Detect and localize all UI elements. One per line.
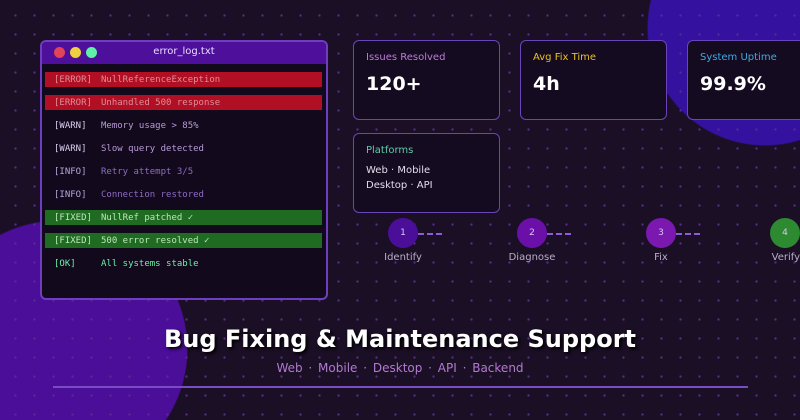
platforms-line-1: Web · Mobile [366,165,431,176]
minimize-dot-icon[interactable] [70,47,81,58]
log-message: Retry attempt 3/5 [101,166,194,177]
window-title: error_log.txt [153,46,215,57]
divider [53,386,748,388]
log-line: [WARN] Memory usage > 85% [45,118,322,133]
log-tag: [OK] [54,258,76,269]
step-number: 1 [388,218,418,248]
maximize-dot-icon[interactable] [86,47,97,58]
step-label: Fix [654,252,668,263]
stat-card-fix-time: Avg Fix Time 4h [520,40,667,120]
log-line: [WARN] Slow query detected [45,141,322,156]
log-line: [ERROR] Unhandled 500 response [45,95,322,110]
stat-value: 4h [533,73,560,95]
log-line: [INFO] Retry attempt 3/5 [45,164,322,179]
log-lines: [ERROR] NullReferenceException [ERROR] Unha… [42,64,326,271]
log-tag: [ERROR] [54,74,92,85]
step-number: 4 [770,218,800,248]
stat-label: Issues Resolved [366,52,446,63]
log-line: [FIXED] NullRef patched ✓ [45,210,322,225]
stat-value: 120+ [366,73,422,95]
log-tag: [INFO] [54,166,87,177]
log-message: NullRef patched ✓ [101,212,194,223]
window-titlebar: error_log.txt [42,42,326,64]
log-line: [INFO] Connection restored [45,187,322,202]
log-tag: [WARN] [54,120,87,131]
platforms-label: Platforms [366,145,414,156]
log-line: [ERROR] NullReferenceException [45,72,322,87]
log-tag: [INFO] [54,189,87,200]
platforms-line-2: Desktop · API [366,180,433,191]
step-label: Verify [771,252,800,263]
log-message: 500 error resolved ✓ [101,235,210,246]
log-tag: [FIXED] [54,235,92,246]
log-message: Memory usage > 85% [101,120,199,131]
stat-card-issues: Issues Resolved 120+ [353,40,500,120]
step-connector [547,233,571,235]
error-log-window: error_log.txt [ERROR] NullReferenceExcept… [40,40,328,300]
step-connector [676,233,700,235]
log-message: NullReferenceException [101,74,221,85]
log-message: Slow query detected [101,143,204,154]
stat-label: Avg Fix Time [533,52,597,63]
log-line: [FIXED] 500 error resolved ✓ [45,233,322,248]
step-number: 3 [646,218,676,248]
step-label: Diagnose [508,252,556,263]
log-message: All systems stable [101,258,199,269]
stat-label: System Uptime [700,52,777,63]
log-line: [OK] All systems stable [45,256,322,271]
stat-card-uptime: System Uptime 99.9% [687,40,800,120]
headline: Bug Fixing & Maintenance Support [163,325,637,353]
step-label: Identify [384,252,422,263]
log-tag: [ERROR] [54,97,92,108]
step-connector [418,233,442,235]
log-message: Connection restored [101,189,204,200]
step-number: 2 [517,218,547,248]
log-tag: [WARN] [54,143,87,154]
stat-value: 99.9% [700,73,766,95]
subtitle: Web · Mobile · Desktop · API · Backend [276,361,524,375]
log-message: Unhandled 500 response [101,97,221,108]
close-dot-icon[interactable] [54,47,65,58]
log-tag: [FIXED] [54,212,92,223]
